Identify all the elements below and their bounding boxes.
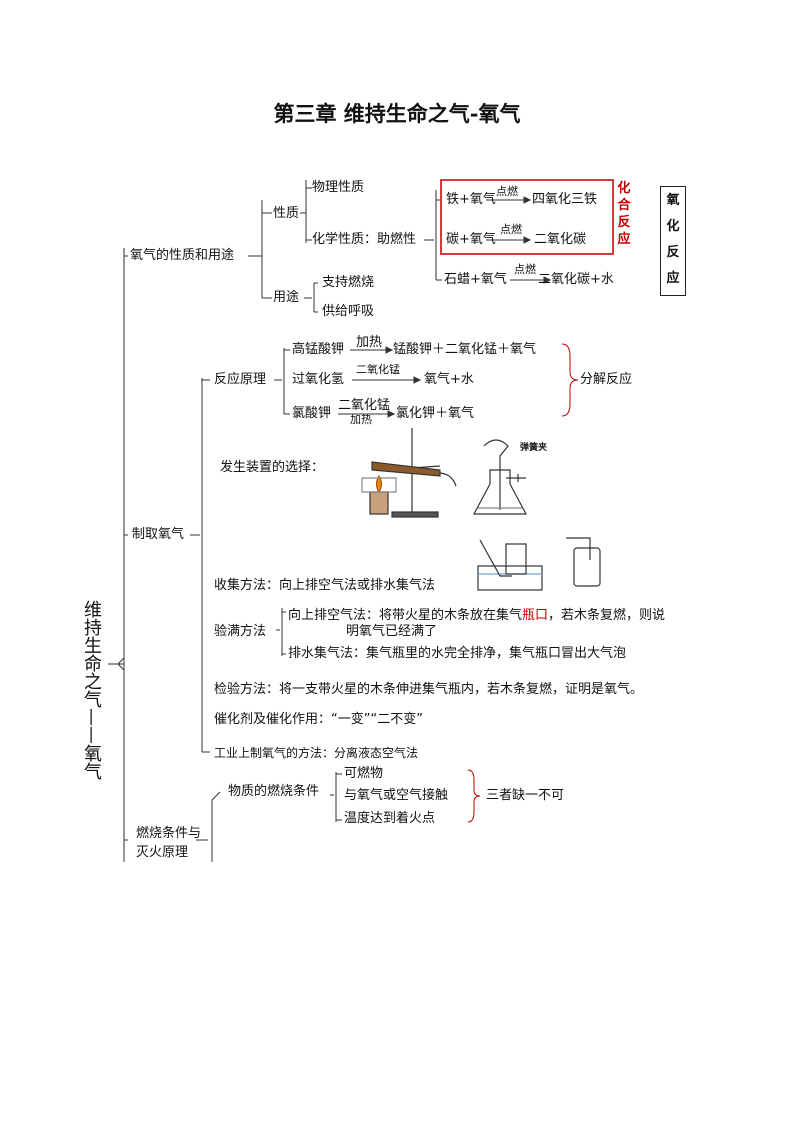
reaction-carbon-right: 二氧化碳 — [534, 232, 587, 247]
check-full-water: 排水集气法：集气瓶里的水完全排净，集气瓶口冒出大气泡 — [288, 646, 627, 661]
bottle-mouth-highlight: 瓶口 — [522, 608, 549, 623]
burn-label-line2: 灭火原理 — [136, 845, 189, 860]
prep-reaction-right: 锰酸钾＋二氧化锰＋氧气 — [393, 342, 537, 357]
oxidation-reaction-label: 氧 化 反 应 — [662, 188, 684, 292]
collect-method: 收集方法：向上排空气法或排水集气法 — [214, 578, 436, 593]
combo-char: 反 — [617, 215, 631, 230]
reaction-carbon-cond: 点燃 — [500, 223, 522, 236]
nature-label: 性质 — [273, 206, 300, 221]
burn-label-line1: 燃烧条件与 — [136, 826, 202, 841]
prep-reaction-cond-bottom: 加热 — [350, 413, 372, 426]
oxid-char: 化 — [666, 219, 680, 234]
combo-char: 化 — [617, 181, 631, 196]
combo-char: 合 — [617, 198, 631, 213]
use-item: 支持燃烧 — [322, 275, 375, 290]
prep-reaction-cond: 加热 — [356, 335, 383, 350]
prep-reaction-cond: 二氧化锰 — [356, 363, 400, 376]
root-dash: —— — [81, 708, 102, 744]
prep-reaction-left: 过氧化氢 — [292, 372, 345, 387]
oxid-char: 反 — [666, 245, 680, 260]
inspect-method: 检验方法：将一支带火星的木条伸进集气瓶内，若木条复燃，证明是氧气。 — [214, 682, 644, 697]
reaction-wax-cond: 点燃 — [514, 263, 536, 276]
check-full-air-text: 向上排空气法：将带火星的木条放在集气 — [288, 608, 523, 623]
device-label: 发生装置的选择： — [220, 460, 325, 475]
oxidation-reaction-box — [660, 186, 686, 296]
oxid-char: 应 — [666, 271, 680, 286]
check-full-label: 验满方法 — [214, 624, 267, 639]
prep-reaction-cond: 二氧化锰 — [338, 398, 391, 413]
burn-condition-item: 与氧气或空气接触 — [344, 788, 449, 803]
oxid-char: 氧 — [666, 193, 680, 208]
combination-reaction-box — [440, 179, 614, 255]
reaction-carbon-left: 碳+氧气 — [446, 232, 496, 247]
prep-reaction-right: 氯化钾＋氧气 — [396, 406, 475, 421]
check-full-air: 向上排空气法：将带火星的木条放在集气瓶口，若木条复燃，则说 — [288, 608, 665, 624]
gas-bottle-apparatus — [566, 537, 601, 587]
combo-char: 应 — [617, 232, 631, 247]
burn-condition-item: 可燃物 — [344, 766, 384, 781]
check-full-air-line2: 明氧气已经满了 — [346, 624, 438, 639]
prep-reaction-left: 氯酸钾 — [292, 406, 332, 421]
clip-label: 弹簧夹 — [520, 443, 548, 453]
props-label: 氧气的性质和用途 — [130, 248, 235, 263]
combination-reaction-label: 化 合 反 应 — [614, 180, 634, 248]
catalyst-note: 催化剂及催化作用：“一变”“二不变” — [214, 712, 423, 727]
root-label-top: 维持生命之气 — [81, 600, 102, 708]
burn-condition-item: 温度达到着火点 — [344, 811, 436, 826]
flask-apparatus — [473, 439, 527, 515]
water-collection-apparatus — [477, 539, 543, 591]
decomposition-label: 分解反应 — [580, 372, 633, 387]
burn-conditions-label: 物质的燃烧条件 — [228, 784, 320, 799]
page-title: 第三章 维持生命之气-氧气 — [273, 101, 521, 126]
industry-method: 工业上制氧气的方法：分离液态空气法 — [214, 746, 419, 760]
reaction-iron-left: 铁+氧气 — [446, 192, 496, 207]
chemical-label: 化学性质：助燃性 — [312, 232, 417, 247]
reaction-iron-cond: 点燃 — [496, 185, 518, 198]
check-full-air-text-end: ，若木条复燃，则说 — [548, 608, 666, 623]
physical-label: 物理性质 — [312, 180, 365, 195]
prep-label: 制取氧气 — [132, 527, 185, 542]
reaction-iron-right: 四氧化三铁 — [532, 192, 598, 207]
root-label-bottom: 氧气 — [81, 744, 102, 780]
prep-reaction-left: 高锰酸钾 — [292, 342, 345, 357]
use-label: 用途 — [273, 290, 300, 305]
test-tube-apparatus — [361, 428, 457, 518]
prep-reaction-right: 氧气+水 — [424, 372, 474, 387]
burn-summary: 三者缺一不可 — [486, 788, 565, 803]
principle-label: 反应原理 — [214, 372, 267, 387]
root-topic: 维持生命之气 —— 氧气 — [80, 600, 102, 780]
reaction-wax-left: 石蜡+氧气 — [444, 272, 507, 287]
use-item: 供给呼吸 — [322, 304, 375, 319]
reaction-wax-right: 二氧化碳+水 — [538, 272, 614, 287]
